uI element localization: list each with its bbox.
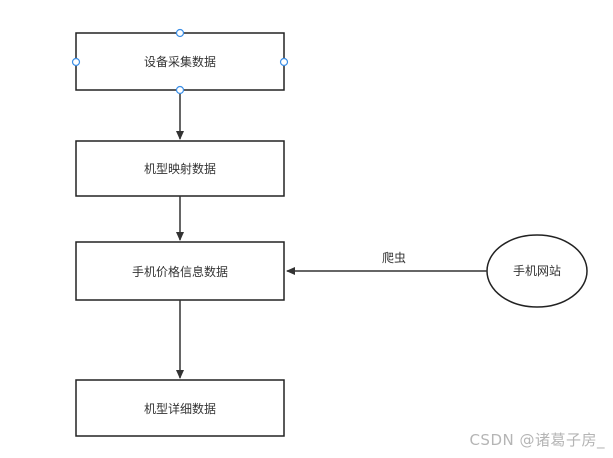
node-device-data[interactable]: 设备采集数据	[71, 28, 289, 95]
watermark: CSDN @诸葛子房_	[469, 431, 605, 449]
connection-handle-bottom[interactable]	[175, 85, 185, 95]
node-model-mapping[interactable]: 机型映射数据	[75, 140, 285, 197]
node-device-data-label: 设备采集数据	[144, 54, 216, 69]
node-model-detail[interactable]: 机型详细数据	[75, 379, 285, 437]
connection-handle-top[interactable]	[175, 28, 185, 38]
node-phone-price[interactable]: 手机价格信息数据	[75, 241, 285, 301]
connection-handle-left[interactable]	[71, 57, 81, 67]
node-model-mapping-label: 机型映射数据	[144, 161, 216, 176]
node-phone-website[interactable]: 手机网站	[486, 234, 588, 308]
connection-handle-right[interactable]	[279, 57, 289, 67]
edge-crawler-label: 爬虫	[382, 251, 406, 265]
node-phone-website-label: 手机网站	[513, 264, 561, 278]
node-phone-price-label: 手机价格信息数据	[132, 264, 228, 279]
node-model-detail-label: 机型详细数据	[144, 401, 216, 416]
